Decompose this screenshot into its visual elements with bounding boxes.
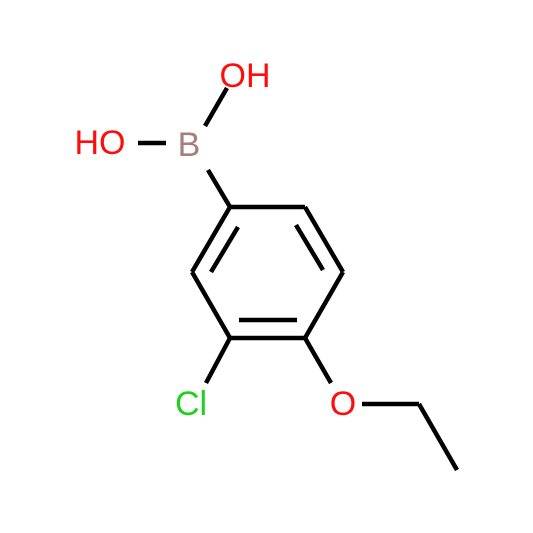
atom-labels: OH HO B Cl O [75,57,357,423]
ring-double-c2-c3 [294,223,325,272]
bond-b-ring [206,168,232,209]
bond-ring-cl [204,336,232,385]
ring-bond-c6-c1 [190,205,232,274]
bond-ch2-ch3 [417,402,459,472]
ring-bond-c2-c3 [303,205,345,274]
atom-label-ether-oxygen: O [330,385,356,423]
bond-ring-o [303,336,333,385]
ring-bond-c3-c4 [303,270,345,340]
bonds [138,86,459,472]
bond-b-oh-top [203,86,229,128]
atom-label-oh-top: OH [220,57,271,95]
ring-bond-c5-c6 [190,270,232,340]
atom-label-ho-left: HO [75,124,126,162]
atom-label-chlorine: Cl [175,385,207,423]
atom-label-boron: B [178,126,201,164]
ring-double-c1-c6 [209,225,240,274]
